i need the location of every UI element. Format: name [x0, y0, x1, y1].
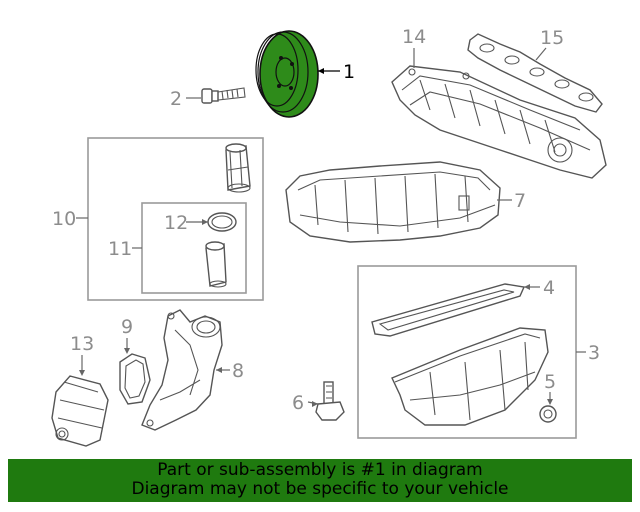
oil-filter-element[interactable]: [205, 241, 227, 288]
bolt-part-6[interactable]: [315, 381, 345, 421]
callout-6[interactable]: 6: [292, 392, 304, 414]
oil-pan[interactable]: [391, 327, 549, 426]
callout-10[interactable]: 10: [52, 208, 76, 230]
callout-1[interactable]: 1: [343, 61, 355, 83]
gasket-part-9[interactable]: [119, 353, 151, 405]
oil-filter-cap[interactable]: [225, 143, 251, 193]
o-ring-part-12[interactable]: [207, 212, 237, 232]
banner-line-2: Diagram may not be specific to your vehi…: [131, 479, 509, 499]
callout-4[interactable]: 4: [543, 277, 555, 299]
callout-8[interactable]: 8: [232, 360, 244, 382]
callout-11[interactable]: 11: [108, 238, 132, 260]
drain-plug-part-5[interactable]: [539, 405, 557, 423]
oil-cooler-part-13[interactable]: [51, 375, 109, 447]
oil-filter-housing-part-8[interactable]: [141, 309, 223, 431]
callout-12[interactable]: 12: [164, 212, 188, 234]
oil-pan-upper-part-7[interactable]: [285, 161, 501, 243]
callout-14[interactable]: 14: [402, 26, 426, 48]
manifold-gasket-part-15[interactable]: [467, 33, 603, 113]
group-box-10: [87, 137, 264, 301]
callout-15[interactable]: 15: [540, 27, 564, 49]
callout-7[interactable]: 7: [514, 190, 526, 212]
bolt-part-2[interactable]: [201, 87, 246, 104]
oil-pan-gasket-part-4[interactable]: [371, 283, 526, 337]
info-banner: Part or sub-assembly is #1 in diagram Di…: [8, 459, 632, 502]
banner-line-1: Part or sub-assembly is #1 in diagram: [157, 460, 483, 480]
callout-2[interactable]: 2: [170, 88, 182, 110]
callout-3[interactable]: 3: [588, 342, 600, 364]
callout-13[interactable]: 13: [70, 333, 94, 355]
intake-manifold-part-14[interactable]: [391, 65, 607, 179]
pulley-part-1[interactable]: [255, 30, 319, 118]
callout-5[interactable]: 5: [544, 371, 556, 393]
callout-9[interactable]: 9: [121, 316, 133, 338]
